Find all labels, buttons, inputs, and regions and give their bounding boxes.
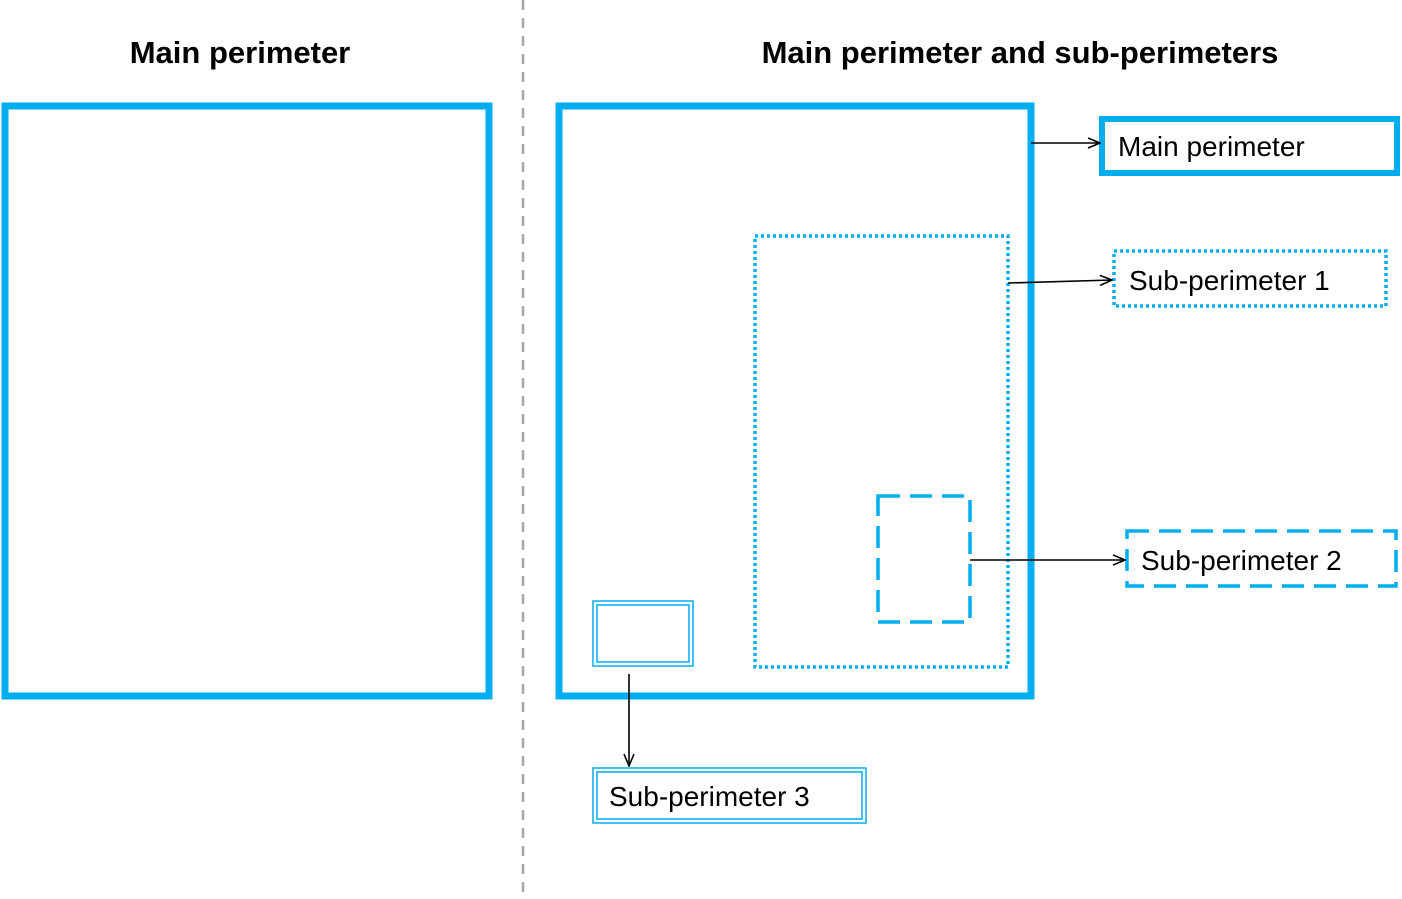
sub-perimeter-1-shape bbox=[753, 234, 1010, 669]
legend-sub2-box bbox=[1125, 529, 1398, 588]
left-main-perimeter bbox=[1, 102, 493, 700]
left-panel-title: Main perimeter bbox=[130, 35, 351, 70]
right-main-perimeter bbox=[555, 102, 1035, 700]
legend-sub1-label: Sub-perimeter 1 bbox=[1129, 265, 1330, 296]
arrow-sub1 bbox=[1007, 280, 1112, 283]
sub-perimeter-2-shape bbox=[876, 494, 972, 624]
right-panel-title: Main perimeter and sub-perimeters bbox=[762, 35, 1279, 70]
legend-sub2-label: Sub-perimeter 2 bbox=[1141, 545, 1342, 576]
legend-main-perimeter: Main perimeter bbox=[1099, 116, 1400, 176]
legend-sub3-label: Sub-perimeter 3 bbox=[609, 781, 810, 812]
legend-sub-perimeter-2: Sub-perimeter 2 bbox=[1125, 529, 1398, 588]
legend-main-label: Main perimeter bbox=[1118, 131, 1305, 162]
sub-perimeter-3-shape bbox=[592, 600, 694, 667]
legend-main-box bbox=[1099, 116, 1400, 176]
legend-sub-perimeter-1: Sub-perimeter 1 bbox=[1112, 249, 1388, 308]
legend-sub-perimeter-3: Sub-perimeter 3 bbox=[592, 767, 867, 824]
legend-sub1-box bbox=[1112, 249, 1388, 308]
